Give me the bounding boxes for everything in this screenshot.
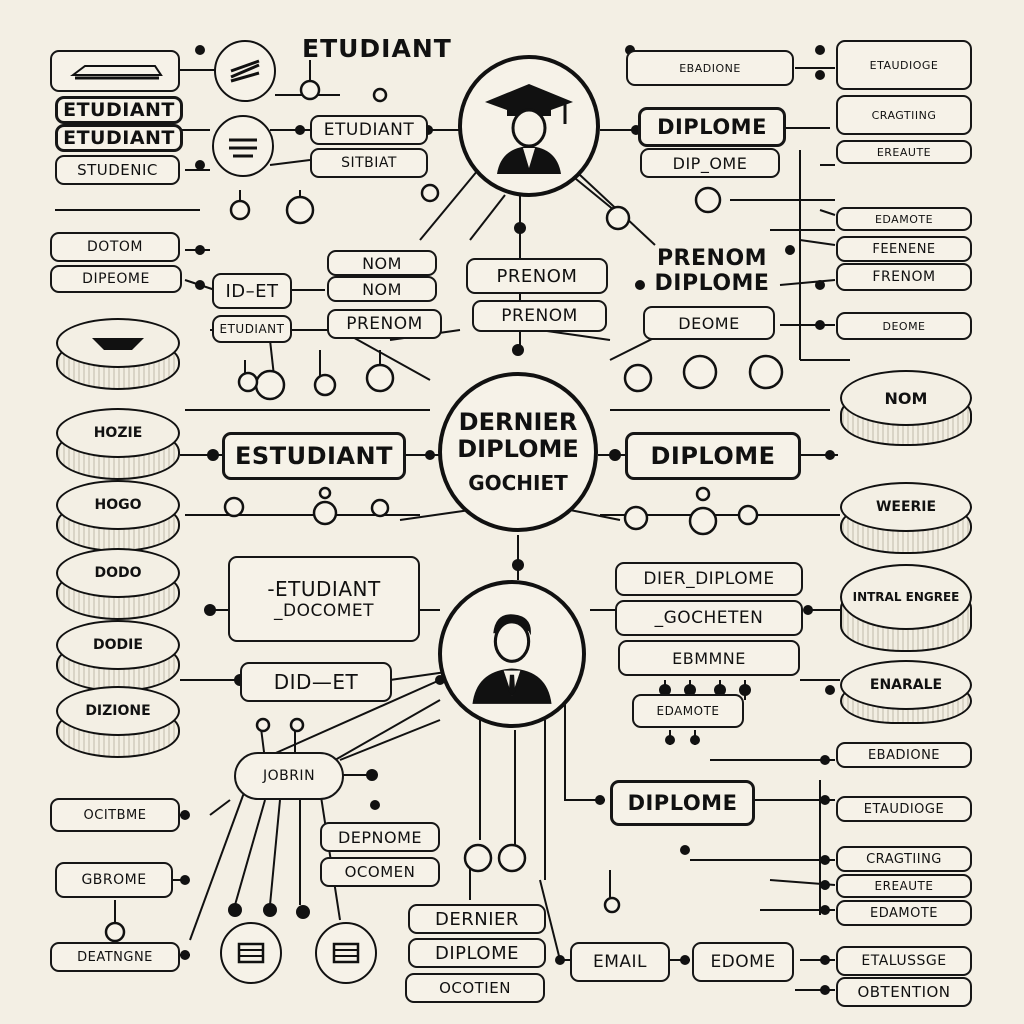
label-prenom-center-2: PRENOM <box>472 300 607 332</box>
label-etudiant-2: ETUDIANT <box>55 124 183 152</box>
label-dipeome: DIPEOME <box>50 265 182 293</box>
graduate-node <box>458 55 600 197</box>
label-estudiant: ESTUDIANT <box>222 432 406 480</box>
diagram-title: ETUDIANT <box>302 34 452 63</box>
label-small-lower: EDAMOTE <box>632 694 744 728</box>
label-jobrin: JOBRIN <box>234 752 344 800</box>
database-disk-4: DODO <box>56 548 180 622</box>
label-right-top-4: EDAMOTE <box>836 207 972 231</box>
center-line-2: DIPLOME <box>457 435 579 463</box>
database-disk-right-1: NOM <box>840 370 972 450</box>
label-list-2: ETAUDIOGE <box>836 796 972 822</box>
label-obtention: OBTENTION <box>836 977 972 1007</box>
label-top-strip: EBADIONE <box>626 50 794 86</box>
cap-icon <box>92 338 144 350</box>
stack-icon <box>230 59 260 83</box>
label-right-top-1: ETAUDIOGE <box>836 40 972 90</box>
label-nom-1: NOM <box>327 250 437 276</box>
etudiant-docomet-box: -ETUDIANT _DOCOMET <box>228 556 420 642</box>
document-icon-bottom-2 <box>315 922 377 984</box>
label-gocheten: _GOCHETEN <box>615 600 803 636</box>
label-deome: DEOME <box>643 306 775 340</box>
label-list-3: CRAGTIING <box>836 846 972 872</box>
label-gbrome: GBROME <box>55 862 173 898</box>
center-line-3: GOCHIET <box>468 471 568 495</box>
stack-icon <box>237 942 265 964</box>
label-id-et: ID–ET <box>212 273 292 309</box>
label-sitbiat: SITBIAT <box>310 148 428 178</box>
label-list-4: EREAUTE <box>836 874 972 898</box>
database-disk-right-2: WEERIE <box>840 482 972 558</box>
label-etudiant-1: ETUDIANT <box>55 96 183 124</box>
stack-icon <box>332 942 360 964</box>
label-feenene: FEENENE <box>836 236 972 262</box>
label-ocomen: OCOMEN <box>320 857 440 887</box>
label-right-top-2: CRAGTIING <box>836 95 972 135</box>
label-dier-diplome: DIER_DIPLOME <box>615 562 803 596</box>
database-disk-right-4: ENARALE <box>840 660 972 724</box>
label-dernier-bottom: DERNIER <box>408 904 546 934</box>
label-prenom-right: PRENOM <box>656 246 768 271</box>
label-did-et: DID—ET <box>240 662 392 702</box>
label-email: EMAIL <box>570 942 670 982</box>
label-small-ribbon: ETUDIANT <box>212 315 292 343</box>
label-dotom: DOTOM <box>50 232 180 262</box>
label-nom-2: NOM <box>327 276 437 302</box>
label-deatngne: DEATNGNE <box>50 942 180 972</box>
label-dip-ome: DIP_OME <box>640 148 780 178</box>
database-disk-right-3: INTRAL ENGREE <box>840 564 972 654</box>
database-disk-5: DODIE <box>56 620 180 694</box>
label-diplome-right: DIPLOME <box>654 271 770 296</box>
database-disk-3: HOGO <box>56 480 180 554</box>
label-edome: EDOME <box>692 942 794 982</box>
label-etudiant-upper: ETUDIANT <box>310 115 428 145</box>
label-prenom-center-1: PRENOM <box>466 258 608 294</box>
document-icon-bottom-1 <box>220 922 282 984</box>
label-list-5: EDAMOTE <box>836 900 972 926</box>
center-node: DERNIER DIPLOME GOCHIET <box>438 372 598 532</box>
label-depnome: DEPNOME <box>320 822 440 852</box>
label-docomet: _DOCOMET <box>273 601 374 621</box>
label-student: STUDENIC <box>55 155 180 185</box>
person-node <box>438 580 586 728</box>
icon-box-vehicle <box>50 50 180 92</box>
label-prenom-diplome: PRENOM DIPLOME <box>643 238 781 304</box>
label-ocitbme: OCITBME <box>50 798 180 832</box>
person-icon <box>472 614 552 704</box>
label-diplome-lower: DIPLOME <box>610 780 755 826</box>
label-right-top-3: EREAUTE <box>836 140 972 164</box>
label-prenom-left: PRENOM <box>327 309 442 339</box>
label-frenom: FRENOM <box>836 263 972 291</box>
database-disk-1 <box>56 318 180 392</box>
label-ebmmne: EBMMNE <box>618 640 800 676</box>
label-etalussge: ETALUSSGE <box>836 946 972 976</box>
center-line-1: DERNIER <box>458 408 578 436</box>
database-disk-6: DIZIONE <box>56 686 180 760</box>
label-etudiant-lower: -ETUDIANT <box>267 577 381 601</box>
label-list-1: EBADIONE <box>836 742 972 768</box>
graduate-icon <box>485 84 573 174</box>
label-diplome-bottom: DIPLOME <box>408 938 546 968</box>
label-ocotien: OCOTIEN <box>405 973 545 1003</box>
document-icon-left <box>212 115 274 177</box>
document-icon-top <box>214 40 276 102</box>
bus-icon <box>70 65 163 80</box>
label-diplome-mid: DIPLOME <box>625 432 801 480</box>
label-right-top-5: DEOME <box>836 312 972 340</box>
label-diplome-top: DIPLOME <box>638 107 786 147</box>
database-disk-2: HOZIE <box>56 408 180 482</box>
cap-icon <box>229 138 257 158</box>
